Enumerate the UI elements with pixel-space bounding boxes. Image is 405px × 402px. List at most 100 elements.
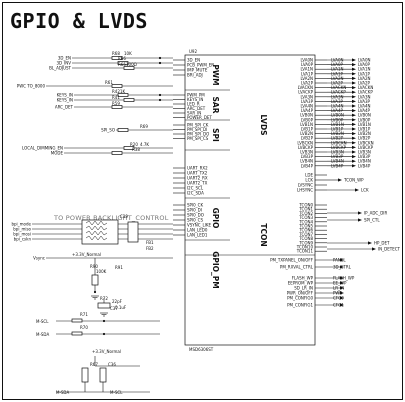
ic-block-lvds: LVDS [259,114,268,135]
lvds-offsheet-label: LVA3P [358,99,371,104]
part-value: 4.7K [140,142,149,147]
left-pin-label: IMP_MUTE [187,68,208,73]
ferrite-bead [85,225,108,231]
lvds-net-label: LVB1P [331,127,344,132]
right-pin-label: LVA2P [301,81,314,86]
part-designator: R72 [100,296,108,301]
ic-block-gpio: GPIO [211,208,220,229]
right-pin-label: LVB1N [300,122,313,127]
net-arrow [352,132,356,136]
net-arrow [352,159,356,163]
lvds-net-label: LVB2P [331,136,344,141]
left-pin-label: 3D_EN [187,58,200,63]
left-pin-label: PM_SPI_CS [187,136,209,141]
resistor [111,56,123,60]
net-arrow [352,113,356,117]
pm-net-label: CFG1 [333,303,344,308]
net-arrow [352,63,356,67]
lvds-net-label: LVA1N [331,67,344,72]
right-pin-label: LVBCKP [298,145,314,150]
left-pin-label: SAR_IN [187,111,201,116]
part-designator: R20 [130,142,138,147]
junction-dot [102,332,106,336]
part-value: 10K [124,51,132,56]
lvds-net-label: LVACKN [331,85,346,90]
part-value: 100Ω [126,62,137,67]
net-arrow [372,247,376,251]
left-net-label: MODE [51,151,64,156]
right-pin-label: TCON9 [298,240,313,245]
right-pin-label: LVA4P [301,108,314,113]
pm-net-label: PANEL [333,258,346,263]
right-pin-label: LVB1P [301,127,314,132]
part-designator: R67 [90,362,98,367]
lvds-offsheet-label: LVA4N [358,104,371,109]
part-designator: R66 [118,56,126,61]
pm-net-label: CFG0 [333,296,344,301]
net-arrow [352,81,356,85]
net-arrow [340,291,344,295]
left-pin-label: PM_SPI_CK [187,123,209,128]
bottom-net-label: M-SCL [110,390,123,395]
pm-pin-label: PM_CONFIG1 [287,303,313,308]
ic-part-number: MSD6306ST [189,347,214,352]
net-arrow [352,145,356,149]
part-designator: R38 [132,147,140,152]
part-value: 1K [120,89,126,94]
left-net-label: bpi_miso [13,227,31,232]
left-net-label: bpi_mosi [13,232,31,237]
lvds-offsheet-label: LVACKN [358,85,373,90]
lvds-offsheet-label: LVB3P [358,154,371,159]
bottom-net-label: M-SDA [56,390,69,395]
resistor [71,331,83,336]
power-rail-label: +3.3V_Normal [72,252,101,257]
lvds-offsheet-label: LVBCKP [358,145,374,150]
left-net-label: bpi_mode [11,222,31,227]
part-designator: C36 [108,362,116,367]
lvds-net-label: LVBCKN [331,140,347,145]
left-pin-label: PM_SPI_DO [187,132,209,137]
junction-dot [158,93,162,97]
right-pin-label: LVB3P [301,154,314,159]
right-pin-label: LVACKN [298,85,313,90]
part-designator: R41 [112,95,120,100]
net-arrow [352,72,356,76]
net-arrow [352,127,356,131]
right-pin-label: LVB0P [301,117,314,122]
resistor [117,61,129,65]
pm-net-label: LR_IN [333,286,344,291]
resistor [91,274,99,286]
right-pin-label: TCON10 [296,245,314,250]
right-pin-label: LVA1P [301,71,314,76]
net-arrow [352,104,356,108]
resistor [71,318,83,323]
part-designator: R61 [105,80,113,85]
net-arrow [352,109,356,113]
net-arrow [352,99,356,103]
pm-pin-label: PM_RXVAL_CTRL [280,265,314,270]
right-pin-label: LVBCKN [297,140,313,145]
lvds-offsheet-label: LVA0P [358,62,371,67]
part-designator: C37 [110,306,118,311]
lvds-net-label: LVB3P [331,154,344,159]
net-arrow [340,286,344,290]
lvds-net-label: LVB1N [331,122,344,127]
right-pin-label: LVB4N [300,159,313,164]
net-arrow [340,258,344,262]
left-pin-label: ARC_DET [187,106,206,111]
right-pin-label: LVA0N [300,58,313,63]
left-net-label: LOCAL_DIMMING_EN [22,146,63,151]
ic-block-spi: SPI [211,128,220,142]
junction-dot [102,319,106,323]
right-pin-label: TCON3 [298,215,313,220]
pm-pin-label: EEPROM_WP [288,281,314,286]
net-arrow [352,155,356,159]
net-arrow [352,150,356,154]
left-pin-label: UART2_RX [187,176,208,181]
right-pin-label: LHSYNC [297,188,313,193]
lvds-net-label: LVA2N [331,76,344,81]
pm-pin-label: PWR_ON/OFF [287,291,314,296]
left-pin-label: POWER_DET [187,115,212,120]
part-value: 100K [96,269,107,274]
resistor-array [127,221,139,243]
